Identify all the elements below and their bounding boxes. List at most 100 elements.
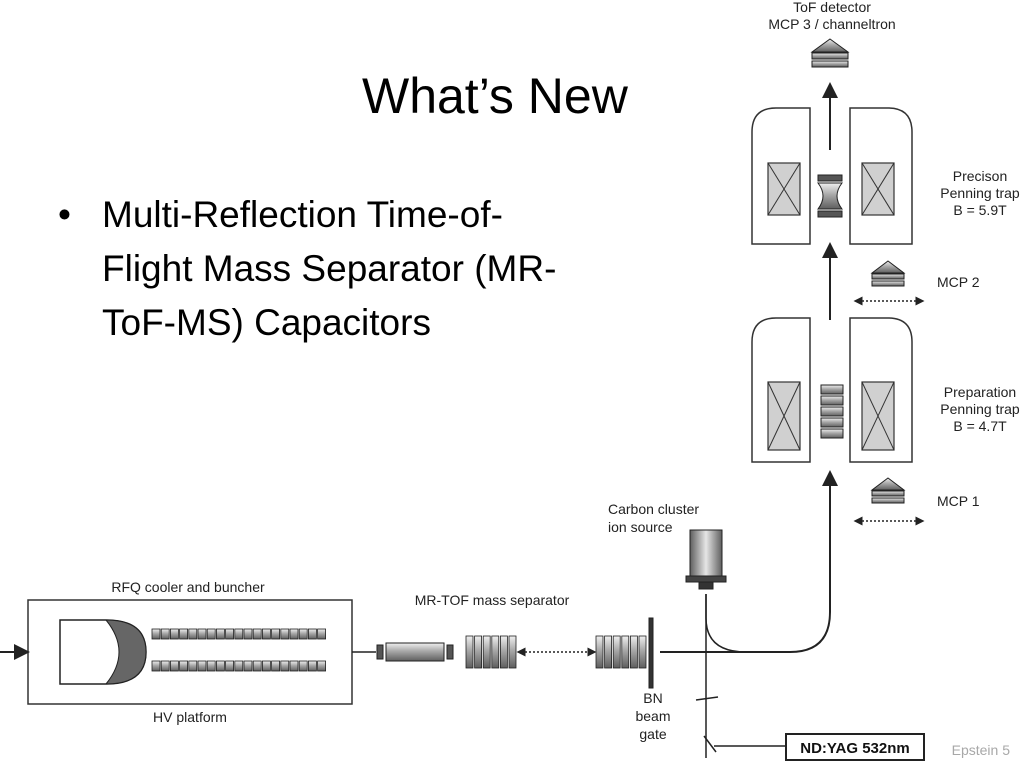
preparation-trap-label-3: B = 4.7T xyxy=(953,418,1007,434)
rfq-rod-segment xyxy=(280,660,290,672)
rfq-rod-segment xyxy=(160,628,170,640)
preparation-trap-label-1: Preparation xyxy=(944,384,1016,400)
slide-footer: Epstein 5 xyxy=(951,742,1010,758)
mcp2-label: MCP 2 xyxy=(937,274,980,290)
rfq-rod-segment xyxy=(188,628,198,640)
bullet-glyph: • xyxy=(58,194,71,235)
rfq-rod-segment xyxy=(169,660,179,672)
trap-endcap-top xyxy=(817,174,843,182)
mirror-electrode xyxy=(508,635,517,669)
rfq-label: RFQ cooler and buncher xyxy=(111,579,265,595)
bn-gate-label-2: beam xyxy=(635,708,670,724)
bullet-line-3: ToF-MS) Capacitors xyxy=(102,302,431,343)
rfq-rod-segment xyxy=(225,660,235,672)
rfq-rod-segment xyxy=(317,628,327,640)
rfq-funnel-electrode xyxy=(59,619,147,685)
tof-detector-group: ToF detector MCP 3 / channeltron xyxy=(768,0,896,68)
slide-title: What’s New xyxy=(362,68,628,124)
rfq-rod-segment xyxy=(179,628,189,640)
bullet-list: • Multi-Reflection Time-of- Flight Mass … xyxy=(58,188,678,350)
mirror-electrode xyxy=(621,635,630,669)
hv-platform-label: HV platform xyxy=(153,709,227,725)
rfq-rod-segment xyxy=(215,628,225,640)
rfq-rod-segment xyxy=(197,628,207,640)
rfq-rod-segment xyxy=(169,628,179,640)
rfq-rod-segment xyxy=(261,628,271,640)
rfq-rod-segment xyxy=(215,660,225,672)
bn-gate-label-1: BN xyxy=(643,690,662,706)
precision-penning-trap xyxy=(751,107,913,245)
tof-detector-label-2: MCP 3 / channeltron xyxy=(768,16,895,32)
rfq-rod-segment xyxy=(243,660,253,672)
precision-trap-label-3: B = 5.9T xyxy=(953,202,1007,218)
rfq-rod-segment xyxy=(289,660,299,672)
rfq-rod-segment xyxy=(206,660,216,672)
rfq-rod-segment xyxy=(252,628,262,640)
mcp2-detector-icon xyxy=(870,260,906,287)
bullet-line-1: Multi-Reflection Time-of- xyxy=(102,194,503,235)
rfq-segmented-rods xyxy=(151,628,327,672)
tof-detector-label-1: ToF detector xyxy=(793,0,871,15)
laser-mirror xyxy=(703,735,717,753)
rfq-rod-segment xyxy=(298,628,308,640)
main-beam-path xyxy=(660,470,838,653)
rfq-rod-segment xyxy=(234,628,244,640)
carbon-cluster-ion-source xyxy=(685,529,727,590)
bullet-line-2: Flight Mass Separator (MR- xyxy=(102,248,557,289)
preparation-trap-label-2: Penning trap xyxy=(940,401,1020,417)
carbon-source-label-1: Carbon cluster xyxy=(608,501,699,517)
rfq-rod-segment xyxy=(280,628,290,640)
rfq-rod-segment xyxy=(206,628,216,640)
mr-tof-injection-optics xyxy=(376,642,454,662)
precision-trap-label-2: Penning trap xyxy=(940,185,1020,201)
rfq-rod-segment xyxy=(225,628,235,640)
rfq-rod-segment xyxy=(179,660,189,672)
carbon-source-label-2: ion source xyxy=(608,519,673,535)
rfq-rod-segment xyxy=(307,660,317,672)
laser-window-mark xyxy=(695,696,719,701)
cluster-beam-path xyxy=(705,594,747,653)
cylindrical-electrode-stack xyxy=(820,384,844,439)
preparation-penning-trap xyxy=(751,317,913,463)
mcp1-detector-icon xyxy=(870,477,906,504)
mirror-electrode xyxy=(612,635,621,669)
mcp1-label: MCP 1 xyxy=(937,493,980,509)
ndyag-laser-box xyxy=(785,733,925,761)
rfq-rod-segment xyxy=(298,660,308,672)
mirror-electrode xyxy=(638,635,647,669)
mirror-electrode xyxy=(499,635,508,669)
mirror-electrode xyxy=(465,635,474,669)
rfq-rod-segment xyxy=(289,628,299,640)
ndyag-laser-label: ND:YAG 532nm xyxy=(800,740,909,757)
rfq-rod-segment xyxy=(307,628,317,640)
rfq-rod-segment xyxy=(160,660,170,672)
bn-gate-label-3: gate xyxy=(639,726,666,742)
mr-tof-mirror-right xyxy=(595,635,647,669)
rfq-rod-segment xyxy=(261,660,271,672)
bn-beam-gate xyxy=(648,617,654,689)
precision-trap-label-1: Precison xyxy=(953,168,1007,184)
mr-tof-mirror-left xyxy=(465,635,517,669)
rfq-rod-segment xyxy=(243,628,253,640)
rfq-rod-segment xyxy=(271,628,281,640)
mirror-electrode xyxy=(595,635,604,669)
rfq-rod-segment xyxy=(234,660,244,672)
rfq-rod-segment xyxy=(151,628,161,640)
rfq-rod-segment xyxy=(151,660,161,672)
mirror-electrode xyxy=(482,635,491,669)
trap-endcap-bottom xyxy=(817,210,843,218)
rfq-rod-segment xyxy=(317,660,327,672)
bullet-item: • Multi-Reflection Time-of- Flight Mass … xyxy=(58,188,678,350)
rfq-rod-segment xyxy=(252,660,262,672)
mcp3-detector-icon xyxy=(810,38,850,68)
rfq-rod-segment xyxy=(271,660,281,672)
mirror-electrode xyxy=(630,635,638,669)
rfq-rod-segment xyxy=(197,660,207,672)
mr-tof-label: MR-TOF mass separator xyxy=(415,592,570,608)
hyperbolic-ring-electrode xyxy=(816,182,844,210)
mirror-electrode xyxy=(474,635,483,669)
rfq-rod-segment xyxy=(188,660,198,672)
mirror-electrode xyxy=(491,635,500,669)
mirror-electrode xyxy=(604,635,612,669)
